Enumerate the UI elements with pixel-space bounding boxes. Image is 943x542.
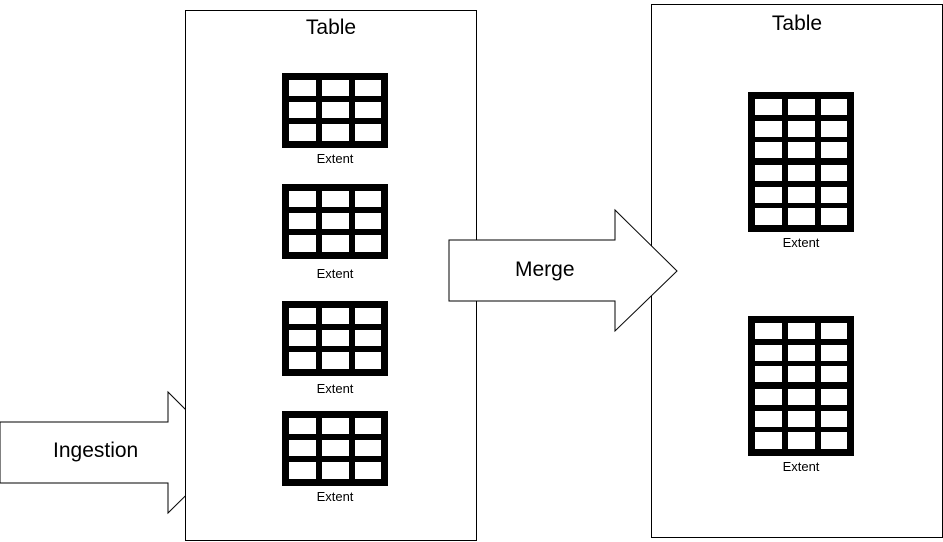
- left-extent-3: Extent: [282, 301, 388, 396]
- left-extent-1: Extent: [282, 73, 388, 166]
- ingestion-label: Ingestion: [53, 439, 139, 462]
- extent-label: Extent: [316, 381, 354, 396]
- table-grid-icon: [748, 316, 854, 456]
- table-grid-icon: [282, 184, 388, 259]
- merge-label: Merge: [515, 258, 575, 281]
- table-grid-icon: [282, 301, 388, 376]
- table-grid-icon: [748, 92, 854, 232]
- right-extent-1: Extent: [748, 92, 854, 250]
- table-grid-icon: [282, 411, 388, 486]
- left-table-panel: Table Extent Extent Extent: [185, 10, 477, 541]
- extent-label: Extent: [782, 459, 820, 474]
- table-grid-icon: [282, 73, 388, 148]
- extent-label: Extent: [316, 151, 354, 166]
- left-extent-2: Extent: [282, 184, 388, 281]
- left-table-title: Table: [305, 16, 357, 39]
- right-table-panel: Table Extent Extent: [651, 4, 943, 538]
- arrow-right-icon: [448, 208, 678, 333]
- left-extent-4: Extent: [282, 411, 388, 504]
- extent-label: Extent: [316, 489, 354, 504]
- right-table-title: Table: [771, 12, 823, 35]
- merge-arrow: Merge: [448, 208, 679, 333]
- extent-label: Extent: [782, 235, 820, 250]
- right-extent-2: Extent: [748, 316, 854, 474]
- extent-label: Extent: [316, 266, 354, 281]
